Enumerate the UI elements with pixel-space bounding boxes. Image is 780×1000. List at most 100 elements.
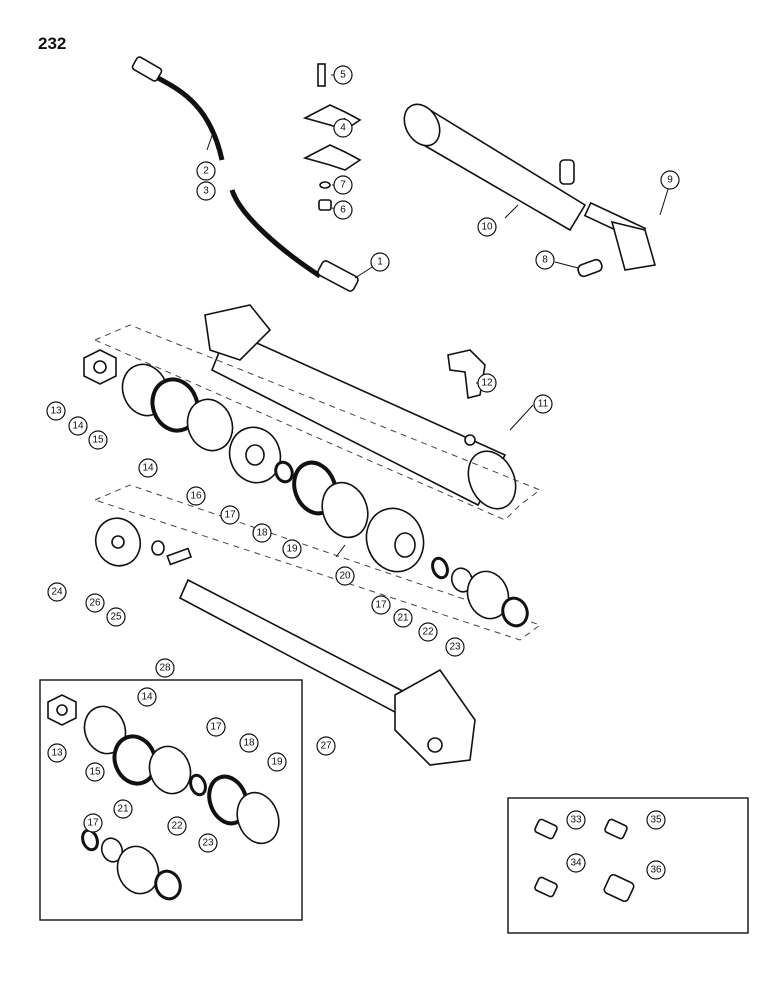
svg-text:12: 12	[481, 378, 493, 389]
callout-4: 4	[333, 118, 353, 138]
callout-8: 8	[535, 250, 555, 270]
svg-text:14: 14	[72, 421, 84, 432]
callout-13: 13	[46, 401, 66, 421]
svg-text:14: 14	[141, 692, 153, 703]
callout-1: 1	[370, 252, 390, 272]
svg-text:5: 5	[340, 70, 346, 81]
kit-callout-22: 22	[167, 816, 187, 836]
svg-text:26: 26	[89, 598, 101, 609]
svg-text:2: 2	[203, 166, 209, 177]
callout-17b: 17	[371, 595, 391, 615]
seal-kit-parts	[47, 694, 280, 901]
kit-callout-14: 14	[137, 687, 157, 707]
kit-callout-19: 19	[267, 752, 287, 772]
svg-text:18: 18	[243, 738, 255, 749]
kit-callout-17b: 17	[83, 813, 103, 833]
svg-text:11: 11	[538, 399, 549, 410]
svg-text:19: 19	[286, 544, 298, 555]
svg-text:17: 17	[87, 818, 99, 829]
piston-rod	[178, 578, 476, 766]
callout-35: 35	[646, 810, 666, 830]
svg-text:1: 1	[377, 257, 383, 268]
callout-3: 3	[196, 181, 216, 201]
svg-text:9: 9	[667, 175, 673, 186]
svg-text:13: 13	[51, 748, 63, 759]
svg-text:18: 18	[256, 528, 268, 539]
svg-text:33: 33	[570, 815, 582, 826]
kit-callout-21: 21	[113, 799, 133, 819]
callout-6: 6	[333, 200, 353, 220]
callout-27: 27	[316, 736, 336, 756]
svg-text:8: 8	[542, 255, 548, 266]
callout-16: 16	[186, 486, 206, 506]
callout-14b: 14	[138, 458, 158, 478]
svg-text:3: 3	[203, 186, 209, 197]
callout-34: 34	[566, 853, 586, 873]
svg-text:27: 27	[320, 741, 332, 752]
svg-text:23: 23	[202, 838, 214, 849]
fittings-box	[507, 797, 749, 934]
svg-text:36: 36	[650, 865, 662, 876]
callout-17: 17	[220, 505, 240, 525]
svg-text:25: 25	[110, 612, 122, 623]
callout-2: 2	[196, 161, 216, 181]
callout-14: 14	[68, 416, 88, 436]
callout-24: 24	[47, 582, 67, 602]
svg-text:10: 10	[481, 222, 493, 233]
svg-text:21: 21	[117, 804, 129, 815]
svg-text:16: 16	[190, 491, 202, 502]
small-cylinder	[403, 103, 657, 278]
callout-12: 12	[477, 373, 497, 393]
svg-text:35: 35	[650, 815, 662, 826]
kit-callout-18: 18	[239, 733, 259, 753]
svg-text:6: 6	[340, 205, 346, 216]
svg-text:24: 24	[51, 587, 63, 598]
svg-text:7: 7	[340, 180, 346, 191]
callout-7: 7	[333, 175, 353, 195]
kit-callout-17: 17	[206, 717, 226, 737]
callout-5: 5	[333, 65, 353, 85]
callout-19: 19	[282, 539, 302, 559]
svg-text:14: 14	[142, 463, 154, 474]
svg-text:4: 4	[340, 123, 346, 134]
page-number: 232	[38, 34, 67, 53]
svg-text:22: 22	[171, 821, 183, 832]
fittings-parts	[534, 818, 635, 903]
callout-25: 25	[106, 607, 126, 627]
svg-text:23: 23	[449, 642, 461, 653]
callout-9: 9	[660, 170, 680, 190]
svg-text:15: 15	[89, 767, 101, 778]
svg-text:34: 34	[570, 858, 582, 869]
callout-18: 18	[252, 523, 272, 543]
callout-20: 20	[335, 566, 355, 586]
hydraulic-hose	[131, 56, 359, 292]
callout-36: 36	[646, 860, 666, 880]
callout-22: 22	[418, 622, 438, 642]
callout-33: 33	[566, 810, 586, 830]
kit-callout-23: 23	[198, 833, 218, 853]
callout-26: 26	[85, 593, 105, 613]
kit-callout-15: 15	[85, 762, 105, 782]
kit-callout-13: 13	[47, 743, 67, 763]
seal-kit-box	[39, 679, 303, 921]
callout-23: 23	[445, 637, 465, 657]
svg-text:17: 17	[210, 722, 222, 733]
svg-text:13: 13	[50, 406, 62, 417]
svg-text:20: 20	[339, 571, 351, 582]
svg-text:17: 17	[224, 510, 236, 521]
callout-11: 11	[533, 394, 553, 414]
svg-text:19: 19	[271, 757, 283, 768]
svg-text:28: 28	[159, 663, 171, 674]
callout-28: 28	[155, 658, 175, 678]
packing-components	[83, 349, 529, 628]
elbow-fitting	[447, 349, 486, 399]
svg-text:21: 21	[397, 613, 409, 624]
svg-text:17: 17	[375, 600, 387, 611]
callout-21: 21	[393, 608, 413, 628]
svg-text:15: 15	[92, 435, 104, 446]
callout-15: 15	[88, 430, 108, 450]
main-cylinder-barrel	[204, 304, 517, 510]
callout-10: 10	[477, 217, 497, 237]
svg-text:22: 22	[422, 627, 434, 638]
